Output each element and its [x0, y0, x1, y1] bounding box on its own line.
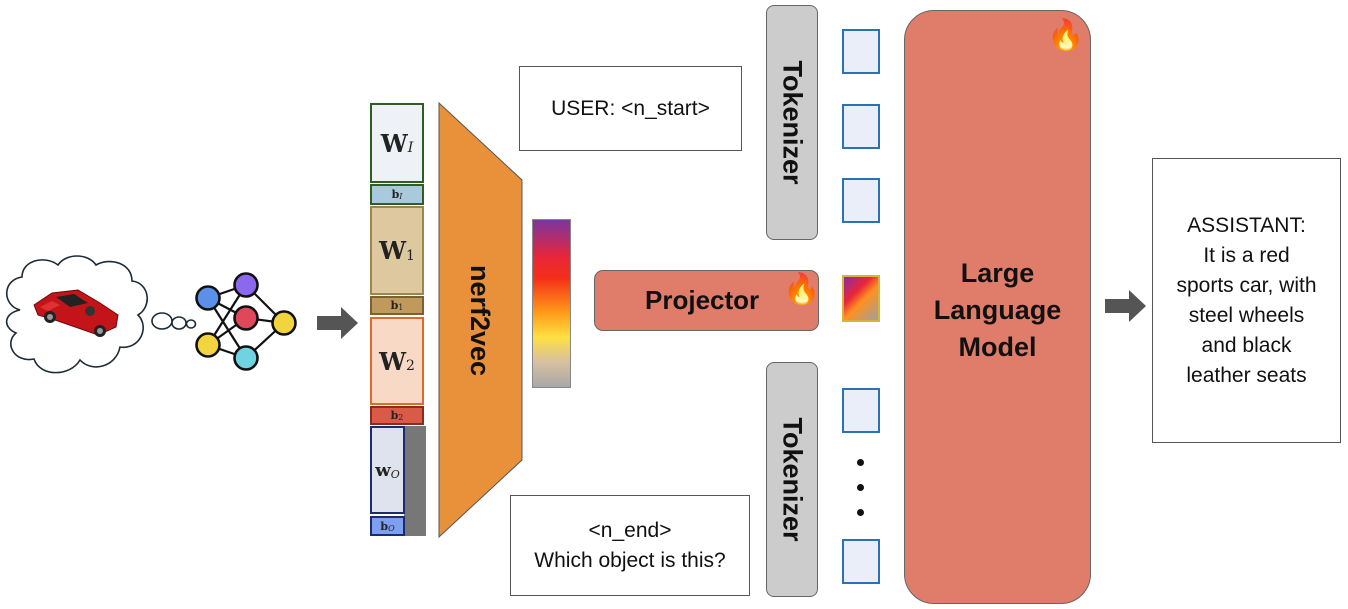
bias-b-2-label: b — [390, 409, 399, 422]
fire-icon: 🔥 — [783, 273, 821, 306]
assistant-line: ASSISTANT: — [1187, 213, 1306, 237]
llm-label: Large Language Model — [905, 255, 1090, 366]
weight-w-1-sub: 1 — [406, 247, 415, 264]
assistant-response-box: ASSISTANT: It is a red sports car, with … — [1152, 158, 1341, 443]
weight-w-input-label: W — [380, 128, 408, 158]
nerf2vec-label: nerf2vec — [440, 264, 520, 375]
weight-w-1-label: W — [379, 236, 407, 265]
tokenizer-bottom-label: Tokenizer — [777, 417, 808, 542]
assistant-line: and black — [1201, 333, 1292, 357]
ellipsis-dot — [857, 459, 864, 466]
token — [842, 29, 880, 74]
tokenizer-bottom: Tokenizer — [766, 362, 818, 597]
arrow-right-icon — [317, 307, 358, 339]
bias-b-out-label: b — [380, 519, 389, 533]
projector-label: Projector — [645, 285, 760, 315]
user-prompt-box: USER: <n_start> — [519, 66, 742, 151]
token — [842, 539, 880, 584]
bias-b-1-sub: 1 — [398, 303, 404, 312]
user-prompt-text: USER: <n_start> — [551, 96, 710, 120]
weight-shadow — [404, 426, 426, 536]
thought-cloud-icon — [5, 255, 197, 374]
weight-w-2-label: W — [379, 346, 407, 376]
weight-w-out-label: w — [375, 459, 391, 481]
llm-block: 🔥 Large Language Model — [904, 10, 1091, 604]
token — [842, 104, 880, 149]
bias-b-input-label: b — [391, 188, 400, 201]
assistant-line: steel wheels — [1188, 303, 1305, 327]
end-prompt-box: <n_end> Which object is this? — [510, 495, 750, 596]
assistant-line: leather seats — [1186, 363, 1307, 387]
projected-token — [842, 275, 880, 322]
end-prompt-line1: <n_end> — [588, 518, 672, 542]
red-car-icon — [33, 289, 119, 337]
bias-b-1-label: b — [390, 299, 399, 312]
end-prompt-line2: Which object is this? — [534, 548, 726, 572]
bias-b-2-sub: 2 — [398, 413, 404, 422]
tokenizer-top-label: Tokenizer — [777, 60, 808, 185]
llm-label-line: Model — [958, 332, 1037, 362]
nerf2vec-encoder — [438, 102, 523, 539]
neural-network-icon — [195, 272, 297, 371]
bias-b-out-sub: O — [388, 523, 395, 533]
fire-icon: 🔥 — [1047, 19, 1085, 52]
embedding-vector — [532, 219, 571, 388]
ellipsis-dot — [857, 484, 864, 491]
ellipsis-dot — [857, 509, 864, 516]
arrow-right-icon — [1105, 290, 1146, 322]
llm-label-line: Large — [960, 258, 1035, 288]
token — [842, 388, 880, 433]
token — [842, 178, 880, 223]
weight-w-2-sub: 2 — [406, 358, 415, 374]
llm-label-line: Language — [933, 295, 1062, 325]
bias-b-input-sub: I — [399, 192, 403, 201]
tokenizer-top: Tokenizer — [766, 5, 818, 240]
weight-w-out-sub: O — [390, 467, 400, 481]
assistant-line: It is a red — [1203, 243, 1290, 267]
weight-w-input-sub: I — [407, 140, 414, 156]
nerf2vec-text: nerf2vec — [465, 264, 496, 376]
assistant-line: sports car, with — [1176, 273, 1317, 297]
projector-block: Projector 🔥 — [594, 270, 821, 331]
